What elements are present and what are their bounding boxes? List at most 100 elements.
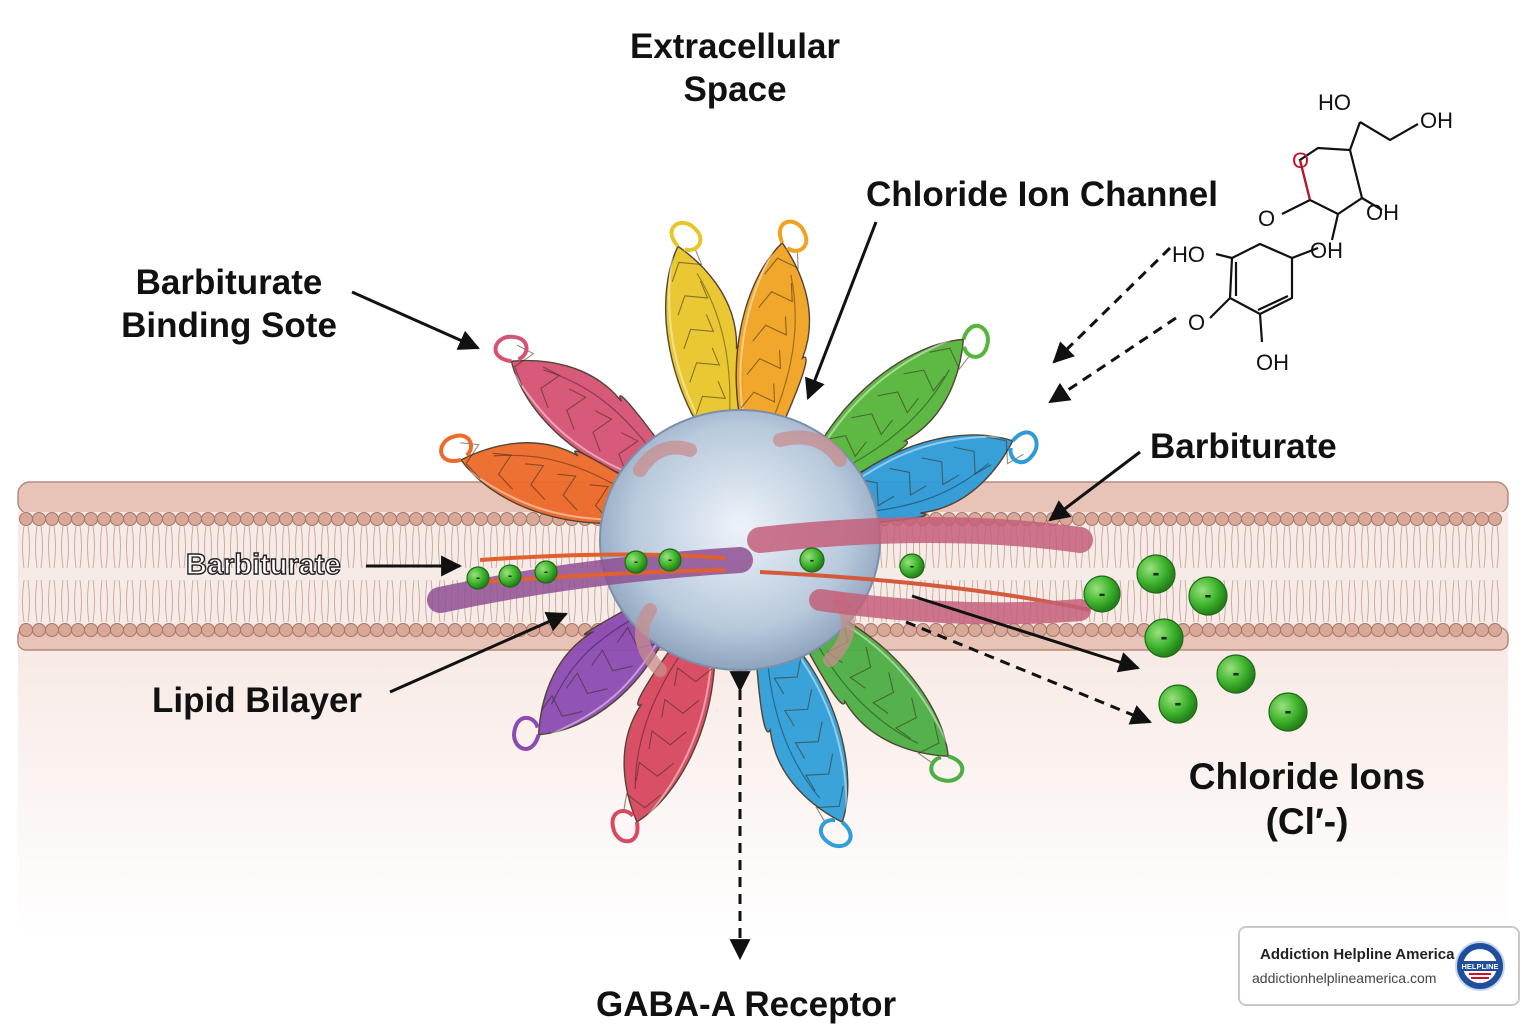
lipid-tail bbox=[971, 525, 979, 623]
lipid-tail bbox=[1465, 525, 1473, 623]
lipid-head bbox=[1475, 623, 1489, 637]
label-extracellular-space: Extracellular Space bbox=[629, 27, 841, 109]
lipid-head bbox=[474, 512, 488, 526]
atom-label: O bbox=[1292, 148, 1309, 173]
label-barbiturate-right: Barbiturate bbox=[1150, 427, 1337, 466]
lipid-tail bbox=[334, 525, 342, 623]
arrow-chloride-channel bbox=[805, 221, 878, 400]
lipid-tail bbox=[1361, 525, 1369, 623]
lipid-head bbox=[188, 512, 202, 526]
lipid-head bbox=[240, 623, 254, 637]
lipid-tail bbox=[1153, 525, 1161, 623]
lipid-head bbox=[175, 512, 189, 526]
lipid-head bbox=[1332, 623, 1346, 637]
label-chloride-ions: Chloride Ions (Cl′-) bbox=[1188, 756, 1426, 843]
lipid-head bbox=[1176, 512, 1190, 526]
label-barbiturate-binding-site: Barbiturate Binding Sote bbox=[121, 263, 337, 345]
lipid-tail bbox=[1231, 525, 1239, 623]
lipid-tail bbox=[490, 525, 498, 623]
chloride-ion: - bbox=[624, 550, 648, 574]
ion-charge: - bbox=[1099, 583, 1106, 605]
lipid-head bbox=[474, 623, 488, 637]
lipid-head bbox=[58, 623, 72, 637]
lipid-tail bbox=[1309, 525, 1317, 623]
lipid-tail bbox=[1348, 525, 1356, 623]
lipid-tail bbox=[152, 525, 160, 623]
lipid-head bbox=[1163, 512, 1177, 526]
lipid-head bbox=[1072, 623, 1086, 637]
lipid-head bbox=[357, 512, 371, 526]
lipid-tail bbox=[932, 525, 940, 623]
lipid-head bbox=[1254, 623, 1268, 637]
lipid-head bbox=[201, 623, 215, 637]
lipid-tail bbox=[1491, 525, 1499, 623]
chloride-ion: - bbox=[1136, 554, 1176, 594]
lipid-head bbox=[1475, 512, 1489, 526]
lipid-head bbox=[253, 512, 267, 526]
molecule-atoms: HO OH O O OH OH HO O OH bbox=[1172, 90, 1453, 375]
lipid-head bbox=[1150, 512, 1164, 526]
lipid-tail bbox=[1400, 525, 1408, 623]
chloride-ion: - bbox=[799, 547, 825, 573]
lipid-tail bbox=[958, 525, 966, 623]
lipid-head bbox=[123, 623, 137, 637]
lipid-tail bbox=[425, 525, 433, 623]
lipid-tail bbox=[1192, 525, 1200, 623]
lipid-head bbox=[1488, 512, 1502, 526]
lipid-tail bbox=[191, 525, 199, 623]
lipid-head bbox=[422, 512, 436, 526]
lipid-head bbox=[344, 623, 358, 637]
lipid-tail bbox=[22, 525, 30, 623]
lipid-head bbox=[279, 623, 293, 637]
molecule-bonds bbox=[1281, 121, 1419, 241]
lipid-tail bbox=[1296, 525, 1304, 623]
lipid-tail bbox=[256, 525, 264, 623]
arrow-ion-flow bbox=[905, 620, 1152, 725]
lipid-tail bbox=[126, 525, 134, 623]
atom-label: OH bbox=[1256, 350, 1289, 375]
lipid-head bbox=[1085, 512, 1099, 526]
lipid-head bbox=[1111, 623, 1125, 637]
lipid-head bbox=[32, 623, 46, 637]
lipid-head bbox=[1449, 623, 1463, 637]
lipid-head bbox=[968, 623, 982, 637]
lipid-head bbox=[266, 623, 280, 637]
lipid-tail bbox=[1179, 525, 1187, 623]
lipid-tail bbox=[1374, 525, 1382, 623]
atom-label: OH bbox=[1310, 238, 1343, 263]
quinone-bonds bbox=[1209, 246, 1319, 343]
lipid-head bbox=[1462, 512, 1476, 526]
lipid-head bbox=[1345, 623, 1359, 637]
atom-label: O bbox=[1258, 206, 1275, 231]
lipid-head bbox=[240, 512, 254, 526]
atom-label: OH bbox=[1420, 108, 1453, 133]
lipid-tail bbox=[1335, 525, 1343, 623]
lipid-head bbox=[1384, 623, 1398, 637]
chloride-ion: - bbox=[534, 560, 558, 584]
lipid-tail bbox=[61, 525, 69, 623]
lipid-head bbox=[487, 512, 501, 526]
lipid-tail bbox=[1244, 525, 1252, 623]
lipid-tail bbox=[984, 525, 992, 623]
atom-label: HO bbox=[1318, 90, 1351, 115]
lipid-head bbox=[214, 623, 228, 637]
lipid-head bbox=[1215, 512, 1229, 526]
lipid-head bbox=[266, 512, 280, 526]
lipid-tail bbox=[1270, 525, 1278, 623]
lipid-tail bbox=[997, 525, 1005, 623]
lipid-tail bbox=[945, 525, 953, 623]
arrow-lipid-bilayer bbox=[389, 612, 568, 694]
lipid-head bbox=[1098, 623, 1112, 637]
lipid-tail bbox=[529, 525, 537, 623]
lipid-tail bbox=[204, 525, 212, 623]
chloride-ion: - bbox=[1188, 576, 1228, 616]
lipid-head bbox=[58, 512, 72, 526]
atom-label: HO bbox=[1172, 242, 1205, 267]
lipid-tail bbox=[282, 525, 290, 623]
lipid-head bbox=[188, 623, 202, 637]
lipid-tail bbox=[464, 525, 472, 623]
lipid-tail bbox=[178, 525, 186, 623]
lipid-head bbox=[565, 623, 579, 637]
lipid-head bbox=[1059, 512, 1073, 526]
